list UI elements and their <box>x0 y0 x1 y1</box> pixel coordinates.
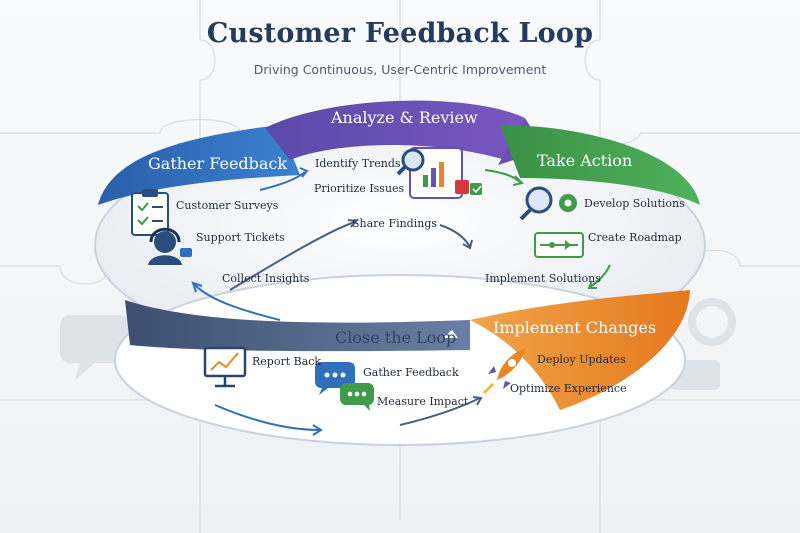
gather-item-insights: Collect Insights <box>222 272 310 285</box>
tools-gear-icon <box>519 186 577 221</box>
background-decor <box>60 298 736 390</box>
magnifier-chart-icon <box>396 147 482 199</box>
action-band <box>500 125 700 205</box>
roadmap-icon <box>534 232 584 258</box>
implement-stage-title: Implement Changes <box>493 318 657 337</box>
clipboard-icon <box>131 189 169 236</box>
page-subtitle: Driving Continuous, User-Centric Improve… <box>253 62 547 77</box>
gather-item-tickets: Support Tickets <box>196 231 285 244</box>
implement-item-deploy: Deploy Updates <box>537 353 626 366</box>
close-stage-title: Close the Loop <box>335 328 457 347</box>
implement-band <box>470 290 690 410</box>
flow-arrows <box>191 167 611 436</box>
headset-icon <box>148 227 192 265</box>
gather-stage-title: Gather Feedback <box>148 154 288 173</box>
rocket-icon <box>482 348 526 395</box>
close-item-gather: Gather Feedback <box>363 366 459 379</box>
action-stage-title: Take Action <box>537 151 633 170</box>
close-arrow-icon <box>443 330 458 338</box>
close-item-report: Report Back <box>252 355 322 368</box>
implement-item-optimize: Optimize Experience <box>510 382 627 395</box>
analyze-item-trends: Identify Trends <box>315 157 401 170</box>
action-item-develop: Develop Solutions <box>584 197 685 210</box>
chat-bubble-decor-icon <box>60 315 130 363</box>
chat-bubbles-icon <box>315 362 374 411</box>
gather-item-surveys: Customer Surveys <box>176 199 279 212</box>
presentation-icon <box>203 346 247 388</box>
close-item-measure: Measure Impact <box>377 395 469 408</box>
page-title: Customer Feedback Loop <box>206 18 594 49</box>
gather-band <box>98 125 300 205</box>
gear-decor-icon <box>688 298 736 346</box>
action-item-implement: Implement Solutions <box>485 272 601 285</box>
analyze-band <box>265 100 525 160</box>
action-item-roadmap: Create Roadmap <box>588 231 682 244</box>
analyze-item-prioritize: Prioritize Issues <box>314 182 405 195</box>
analyze-item-share: Share Findings <box>352 217 438 230</box>
analyze-stage-title: Analyze & Review <box>331 108 478 127</box>
close-band <box>125 300 470 352</box>
